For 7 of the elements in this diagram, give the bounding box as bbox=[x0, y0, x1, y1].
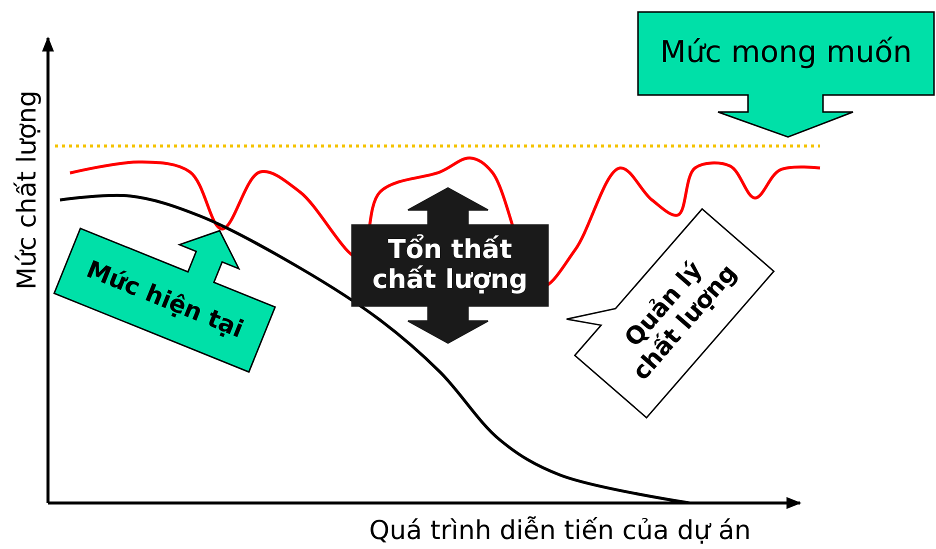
callout-text: Mức hiện tại bbox=[82, 254, 248, 346]
callout-text: Tổn thất chất lượng bbox=[371, 233, 529, 296]
callout bbox=[638, 12, 934, 137]
callout-text: Mức mong muốn bbox=[659, 34, 913, 72]
axis-title: Mức chất lượng bbox=[13, 90, 43, 290]
callout bbox=[352, 188, 548, 343]
axis-title: Quá trình diễn tiến của dự án bbox=[369, 516, 751, 546]
